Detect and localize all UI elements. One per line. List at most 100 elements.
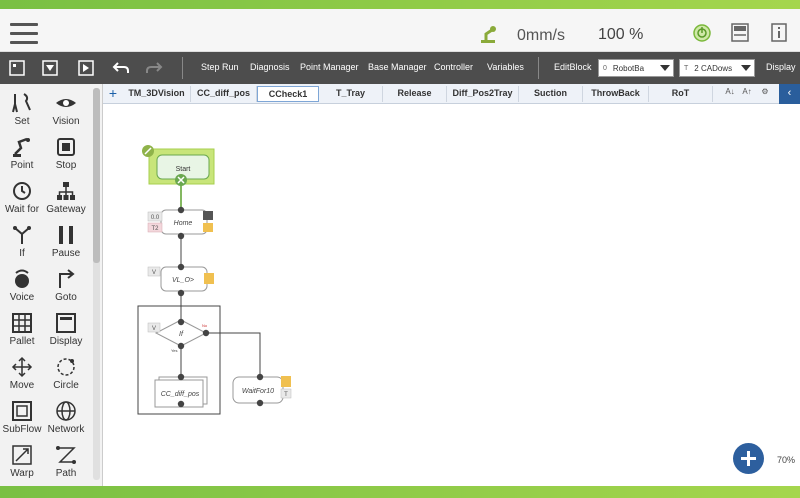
node-goto[interactable]: Goto	[44, 266, 88, 310]
tab-t-tray[interactable]: T_Tray	[319, 86, 383, 102]
cc-diff-pos-node[interactable]: CC_diff_pos	[154, 373, 208, 408]
speed-readout: 0mm/s	[517, 27, 565, 44]
goto-arrow-icon	[59, 269, 75, 288]
start-label: Start	[176, 166, 191, 173]
add-tab-button[interactable]: +	[108, 85, 118, 101]
node-subflow[interactable]: SubFlow	[0, 398, 44, 442]
palette-scrollbar[interactable]	[93, 88, 100, 480]
base-manager-button[interactable]: Base Manager	[368, 62, 427, 72]
if-node[interactable]: If V Yes No	[147, 318, 210, 353]
display-icon[interactable]	[731, 23, 749, 43]
node-pause[interactable]: Pause	[44, 222, 88, 266]
node-network[interactable]: Network	[44, 398, 88, 442]
home-label: Home	[174, 220, 193, 227]
tab-release[interactable]: Release	[383, 86, 447, 102]
folder-icon	[203, 211, 213, 220]
node-warp[interactable]: Warp	[0, 442, 44, 486]
home-node[interactable]: Home 0.0 T2	[147, 206, 213, 240]
editblock-button[interactable]: EditBlock	[554, 62, 592, 72]
flow-canvas[interactable]: Start Home 0.0 T2 VL_O> V	[103, 104, 800, 486]
controller-button[interactable]: Controller	[434, 62, 474, 72]
flow-tab-bar: + TM_3DVision CC_diff_pos CCheck1 T_Tray…	[103, 84, 800, 104]
tab-rot[interactable]: RoT	[649, 86, 713, 102]
waitfor10-badge: T	[284, 392, 288, 398]
tab-tm-3dvision[interactable]: TM_3DVision	[123, 86, 191, 102]
info-icon[interactable]	[771, 23, 787, 43]
node-display[interactable]: Display	[44, 310, 88, 354]
node-stop[interactable]: Stop	[44, 134, 88, 178]
if-no-label: No	[202, 323, 208, 328]
sort-az-icon[interactable]: A↓	[725, 87, 735, 96]
step-run-button[interactable]: Step Run	[201, 62, 239, 72]
node-vision[interactable]: Vision	[44, 90, 88, 134]
stop-icon	[57, 138, 75, 156]
header-bar: 0mm/s 100 %	[0, 9, 800, 52]
palette-scroll-thumb[interactable]	[93, 88, 100, 263]
settings-badge-icon	[203, 223, 213, 232]
grid-icon	[12, 313, 32, 333]
tab-ccheck1[interactable]: CCheck1	[257, 86, 319, 102]
vl-badge: V	[152, 270, 156, 276]
home-badge-top: 0.0	[151, 215, 160, 221]
node-set[interactable]: Set	[0, 90, 44, 134]
clock-icon	[13, 182, 31, 200]
subflow-icon	[12, 401, 32, 421]
node-pallet[interactable]: Pallet	[0, 310, 44, 354]
node-voice[interactable]: Voice	[0, 266, 44, 310]
power-icon[interactable]	[692, 23, 712, 43]
new-project-icon[interactable]	[7, 58, 27, 78]
node-circle[interactable]: Circle	[44, 354, 88, 398]
speed-percent[interactable]: 100 %	[598, 26, 644, 43]
undo-icon[interactable]	[111, 58, 131, 78]
collapse-panel-button[interactable]: ‹	[779, 84, 800, 104]
globe-icon	[56, 401, 76, 421]
node-path[interactable]: Path	[44, 442, 88, 486]
tab-suction[interactable]: Suction	[519, 86, 583, 102]
vl-label: VL_O>	[172, 277, 194, 284]
sort-za-icon[interactable]: A↑	[742, 87, 752, 96]
tab-throwback[interactable]: ThrowBack	[583, 86, 649, 102]
tool-select-badge: T	[684, 64, 689, 72]
chevron-down-icon	[741, 65, 751, 71]
robot-point-icon	[13, 137, 30, 157]
node-if[interactable]: If	[0, 222, 44, 266]
variables-button[interactable]: Variables	[487, 62, 524, 72]
add-node-button[interactable]	[733, 443, 764, 474]
tool-select[interactable]: T 2 CADows	[679, 59, 755, 77]
waitfor10-label: WaitFor10	[242, 388, 274, 395]
menu-icon[interactable]	[10, 23, 38, 45]
save-icon[interactable]	[40, 58, 60, 78]
vl-node[interactable]: VL_O> V	[147, 263, 214, 297]
tab-diff-pos2tray[interactable]: Diff_Pos2Tray	[447, 86, 519, 102]
node-point[interactable]: Point	[0, 134, 44, 178]
node-palette: Set Vision Point Stop Wait for Gateway I…	[0, 84, 103, 486]
clock-badge-icon	[281, 376, 291, 387]
node-gateway[interactable]: Gateway	[44, 178, 88, 222]
node-move[interactable]: Move	[0, 354, 44, 398]
base-select-badge: 0	[603, 64, 607, 72]
tool-select-value: 2 CADows	[694, 63, 733, 73]
waitfor10-node[interactable]: WaitFor10 T	[232, 373, 292, 407]
circle-path-icon	[57, 358, 75, 376]
if-label: If	[179, 331, 184, 338]
display-button[interactable]: Display	[766, 62, 796, 72]
node-wait-for[interactable]: Wait for	[0, 178, 44, 222]
flow-diagram: Start Home 0.0 T2 VL_O> V	[137, 145, 292, 415]
tab-settings-icon[interactable]: ⚙	[761, 87, 769, 96]
if-yes-label: Yes	[171, 348, 178, 353]
diagnosis-button[interactable]: Diagnosis	[250, 62, 290, 72]
robot-base-select[interactable]: 0 RobotBa	[598, 59, 674, 77]
tab-cc-diff-pos[interactable]: CC_diff_pos	[191, 86, 257, 102]
robot-arm-icon	[481, 26, 496, 43]
redo-icon[interactable]	[144, 58, 164, 78]
save-as-icon[interactable]	[76, 58, 96, 78]
home-badge-bottom: T2	[151, 226, 159, 232]
speaker-icon	[15, 269, 29, 288]
eye-icon	[56, 99, 76, 107]
path-icon	[56, 446, 76, 464]
wrench-icon	[12, 93, 31, 113]
point-manager-button[interactable]: Point Manager	[300, 62, 359, 72]
start-node[interactable]: Start	[142, 145, 215, 186]
gateway-icon	[57, 182, 75, 200]
main-toolbar: Step Run Diagnosis Point Manager Base Ma…	[0, 52, 800, 84]
